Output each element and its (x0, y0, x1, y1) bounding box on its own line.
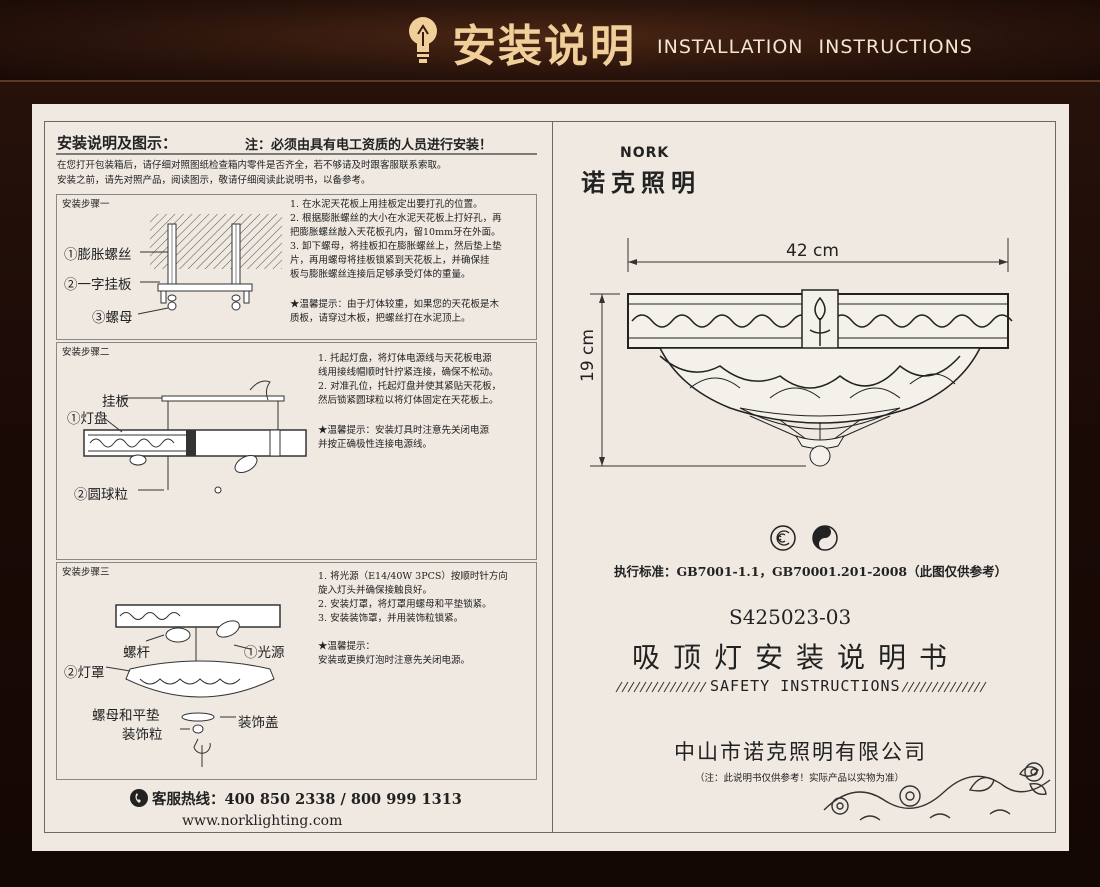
brand-cn: 诺克照明 (581, 169, 701, 197)
step3-text-3: 2. 安装灯罩，将灯罩用螺母和平垫锁紧。 (318, 599, 492, 610)
step2-text-1: 1. 托起灯盘，将灯体电源线与天花板电源 (318, 353, 492, 364)
floral-ornament (823, 762, 1051, 821)
sheet-frame (44, 121, 1056, 833)
step1-text-6: 板与膨胀螺丝连接后足够承受灯体的重量。 (290, 269, 471, 280)
step3-diagram (105, 604, 281, 767)
step1-tip-1: ★温馨提示：由于灯体较重，如果您的天花板是木 (290, 299, 500, 310)
step3-label-nut: 螺母和平垫 (92, 708, 160, 724)
height-dimension: 19 cm (578, 329, 598, 382)
step1-diagram (137, 214, 282, 315)
width-dimension: 42 cm (786, 241, 839, 261)
step3-label-rod: 螺杆 (123, 645, 150, 661)
step1-text-5: 片，再用螺母将挂板锁紧到天花板上，并确保挂 (290, 255, 490, 266)
step3-text-1: 1. 将光源（E14/40W 3PCS）按顺时针方向 (318, 571, 508, 582)
energy-mark-icon (812, 525, 838, 551)
intro-line-1: 在您打开包装箱后，请仔细对照图纸检查箱内零件是否齐全，若不够请及时跟客服联系索取… (57, 160, 447, 171)
model-number: S425023-03 (729, 605, 852, 629)
step1-label-plate: ②一字挂板 (64, 277, 132, 293)
step3-text-2: 旋入灯头并确保接触良好。 (318, 585, 433, 596)
header-banner (0, 0, 1100, 82)
hotline-text: 客服热线：400 850 2338 / 800 999 1313 (152, 791, 462, 808)
step2-text-2: 线用接线帽顺时针拧紧连接，确保不松动。 (318, 367, 499, 378)
banner-divider (0, 80, 1100, 82)
step2-label-plate: 挂板 (102, 394, 129, 410)
step3-label-shade: ②灯罩 (64, 665, 105, 681)
safety-hatch (615, 681, 987, 693)
step1-box (56, 194, 537, 340)
ccc-mark-icon (770, 525, 796, 551)
step1-label-bolt: ①膨胀螺丝 (64, 247, 132, 263)
step2-title: 安装步骤二 (62, 347, 110, 358)
page-subtitle: INSTALLATION INSTRUCTIONS (657, 36, 973, 58)
step1-text-1: 1. 在水泥天花板上用挂板定出要打孔的位置。 (290, 199, 483, 210)
step1-title: 安装步骤一 (62, 199, 110, 210)
step2-text-4: 然后锁紧圆球粒以将灯体固定在天花板上。 (318, 395, 499, 406)
page-title: 安装说明 (452, 21, 636, 72)
step2-box (56, 342, 537, 560)
step3-text-4: 3. 安装装饰罩，并用装饰粒锁紧。 (318, 613, 464, 624)
step2-diagram (83, 380, 307, 494)
step2-text-3: 2. 对准孔位，托起灯盘并使其紧贴天花板， (318, 381, 502, 392)
website-link[interactable]: www.norklighting.com (182, 813, 343, 829)
brand-en: NORK (620, 145, 670, 161)
step2-tip-2: 并按正确极性连接电源线。 (318, 439, 433, 450)
step3-tip-1: ★温馨提示： (318, 641, 376, 652)
step3-label-bulb: ①光源 (244, 645, 285, 661)
step1-tip-2: 质板，请穿过木板，把螺丝打在水泥顶上。 (290, 313, 471, 324)
step3-label-cover: 装饰盖 (238, 715, 279, 731)
step1-text-3: 把膨胀螺丝敲入天花板孔内，留10mm牙在外面。 (290, 227, 501, 238)
phone-icon (130, 789, 148, 807)
intro-line-2: 安装之前，请先对照产品，阅读图示，敬请仔细阅读此说明书，以备参考。 (57, 175, 371, 186)
step1-label-nut: ③螺母 (92, 310, 133, 326)
step2-tip-1: ★温馨提示：安装灯具时注意先关闭电源 (318, 425, 490, 436)
step3-box (56, 562, 537, 780)
certification-marks (770, 525, 838, 551)
sheet-divider (552, 121, 553, 833)
warning-text: 注：必须由具有电工资质的人员进行安装！ (245, 138, 493, 153)
left-heading: 安装说明及图示： (57, 134, 178, 152)
step1-text-4: 3. 卸下螺母，将挂板扣在膨胀螺丝上，然后垫上垫 (290, 241, 502, 252)
standard-text: 执行标准：GB7001-1.1，GB70001.201-2008（此图仅供参考） (614, 564, 1008, 579)
step3-label-finial: 装饰粒 (122, 727, 163, 743)
company-name: 中山市诺克照明有限公司 (674, 740, 927, 764)
heading-rule (56, 153, 537, 155)
safety-heading: SAFETY INSTRUCTIONS (710, 677, 901, 695)
step2-label-base: ①灯盘 (67, 411, 108, 427)
step1-text-2: 2. 根据膨胀螺丝的大小在水泥天花板上打好孔，再 (290, 213, 502, 224)
lamp-drawing (590, 238, 1013, 467)
document-title: 吸顶灯安装说明书 (632, 641, 961, 674)
lightbulb-icon (409, 17, 437, 63)
step2-label-knob: ②圆球粒 (74, 487, 128, 503)
step3-tip-2: 安装或更换灯泡时注意先关闭电源。 (318, 655, 471, 666)
disclaimer-note: （注：此说明书仅供参考！实际产品以实物为准） (695, 773, 905, 784)
step3-title: 安装步骤三 (62, 567, 110, 578)
